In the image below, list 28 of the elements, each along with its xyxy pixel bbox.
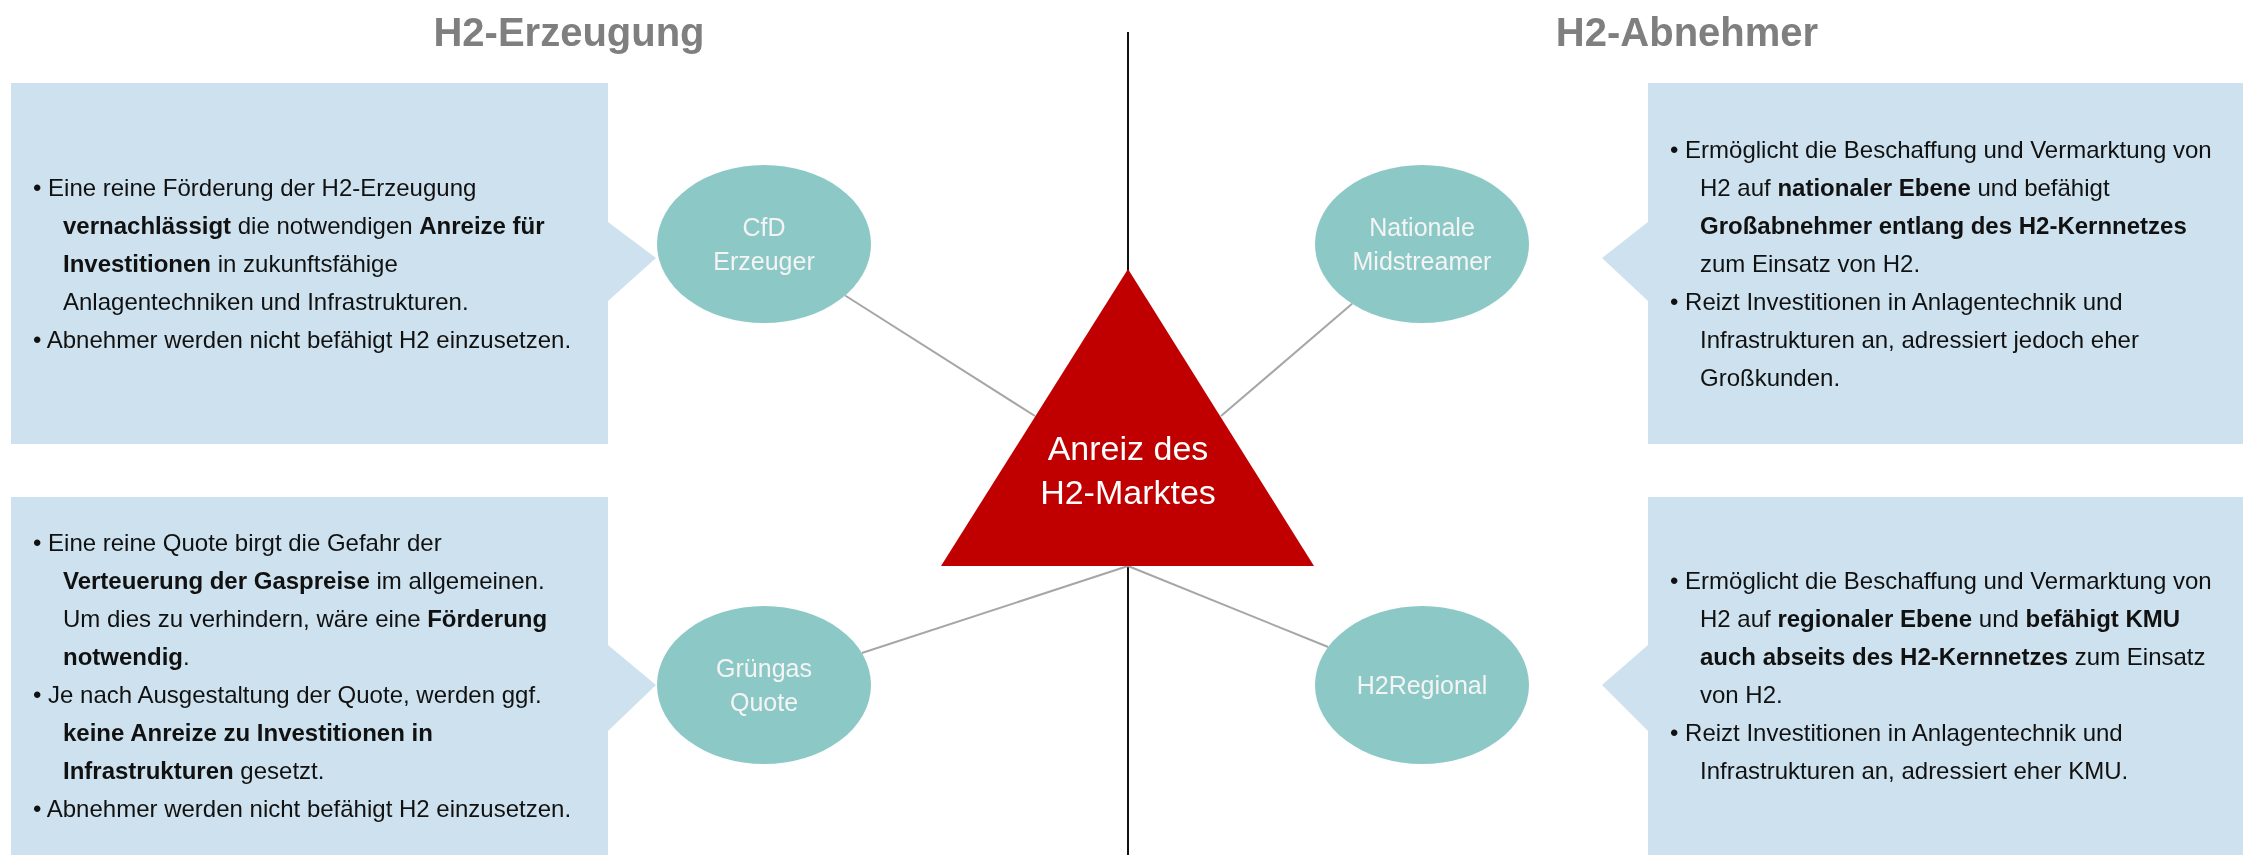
column-heading: H2-Erzeugung [433,9,705,55]
connector-line [1220,302,1354,417]
triangle-node [941,269,1314,566]
bullet-text: • Eine reine Förderung der H2-Erzeugung vernachlässigt die notwendigen Anreize für Investitionen in zukunftsfähige Anlagentechniken und Infrastrukturen. [33,172,546,317]
ellipse-node [657,165,871,323]
connector-line [1127,565,1330,648]
bullet-text: • Reizt Investitionen in Anlagentechnik und Infrastrukturen an, adressiert jedoch eher Großkunden. [1670,286,2140,393]
node-label: Anreiz des H2-Marktes [1039,428,1217,513]
connector-line [844,294,1036,417]
callout-box [11,497,656,855]
node-label: Nationale Midstreamer [1351,212,1493,277]
node-label: Grüngas Quote [715,653,813,718]
bullet-text: • Ermöglicht die Beschaffung und Vermarktung von H2 auf nationaler Ebene und befähigt Großabnehmer entlang des H2-Kernnetzes zum Einsatz von H2. [1670,134,2213,279]
column-heading: H2-Abnehmer [1555,9,1819,55]
node-label: H2Regional [1355,670,1489,701]
bullet-text: • Abnehmer werden nicht befähigt H2 einzusetzen. [33,794,572,824]
callout-box [1602,83,2243,444]
ellipse-node [657,606,871,764]
bullet-text: • Ermöglicht die Beschaffung und Vermarktung von H2 auf regionaler Ebene und befähigt KMU auch abseits des H2-Kernnetzes zum Einsatz von H2. [1670,566,2213,710]
ellipse-node [1315,165,1529,323]
ellipse-node [1315,606,1529,764]
bullet-text: • Eine reine Quote birgt die Gefahr der Verteuerung der Gaspreise im allgemeinen. Um dies zu verhindern, wäre eine Förderung notwendig. [33,528,549,672]
callout-box [11,83,656,444]
bullet-text: • Abnehmer werden nicht befähigt H2 einzusetzen. [33,324,572,355]
node-label: CfD Erzeuger [712,212,816,277]
bullet-text: • Reizt Investitionen in Anlagentechnik und Infrastrukturen an, adressiert eher KMU. [1670,718,2130,786]
bullet-text: • Je nach Ausgestaltung der Quote, werden ggf. keine Anreize zu Investitionen in Infrastrukturen gesetzt. [33,680,543,786]
callout-box [1602,497,2243,855]
